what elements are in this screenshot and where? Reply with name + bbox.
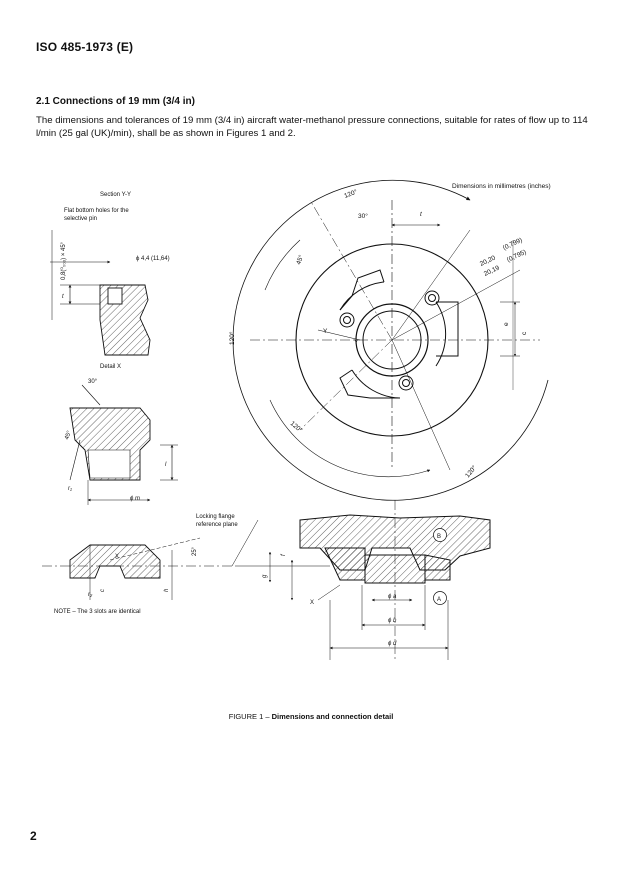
flat-bottom-note-1: Flat bottom holes for the — [64, 208, 129, 214]
plan-view-labels: Dimensions in millimetres (inches) 120° … — [228, 183, 551, 479]
section-yy — [50, 230, 151, 356]
caption-text: Dimensions and connection detail — [271, 712, 394, 721]
cross-section-labels: Locking flange reference plane B A X ϕ a… — [196, 514, 441, 647]
detail-x-title: Detail X — [100, 364, 121, 370]
angle-120-bl: 120° — [289, 419, 305, 434]
label-x-section: X — [310, 600, 314, 606]
section-paragraph: The dimensions and tolerances of 19 mm (… — [36, 115, 588, 139]
dim-0799: (0,799) — [502, 237, 524, 252]
label-c-plan: c — [521, 331, 528, 335]
label-x-slot: X — [115, 554, 119, 560]
section-title: 2.1 Connections of 19 mm (3/4 in) — [36, 96, 195, 107]
phi-d: ϕ d — [388, 641, 397, 647]
dim-0795: (0,795) — [506, 249, 528, 264]
slot-profile — [42, 537, 232, 600]
label-c-slot: c — [100, 589, 106, 592]
angle-120-left: 120° — [228, 331, 236, 345]
phi-m: ϕ m — [130, 496, 140, 502]
angle-120-top: 120° — [343, 188, 359, 200]
label-y-right: Y — [354, 339, 359, 346]
detail-x — [69, 384, 178, 505]
phi-b: ϕ b — [388, 618, 397, 624]
section-yy-title: Section Y-Y — [100, 192, 131, 198]
angle-30-detail: 30° — [88, 379, 98, 385]
dim-08: 0,8(⁰₀₀₃) × 45° — [60, 241, 67, 280]
angle-25: 25° — [192, 546, 198, 556]
detail-x-labels: Detail X 30° 45° l r₁ ϕ m — [64, 364, 167, 502]
locking-flange-1: Locking flange — [196, 514, 235, 520]
dim-2019: 20,19 — [483, 264, 501, 277]
dim-44: ϕ 4,4 (11,64) — [136, 256, 170, 262]
plan-view — [232, 179, 549, 501]
page-number: 2 — [30, 829, 37, 843]
label-t-section: t — [62, 294, 64, 300]
label-t-top: t — [420, 211, 423, 218]
label-e-plan: e — [503, 322, 510, 326]
label-r1-detail: r₁ — [68, 486, 72, 492]
label-r2: r₂ — [88, 592, 93, 598]
angle-30-top: 30° — [358, 212, 368, 220]
units-note: Dimensions in millimetres (inches) — [452, 183, 551, 190]
label-a: A — [437, 597, 441, 603]
locking-flange-2: reference plane — [196, 522, 238, 528]
figure-caption: FIGURE 1 – Dimensions and connection det… — [0, 712, 622, 721]
slot-profile-labels: 25° r₂ c h X NOTE – The 3 slots are iden… — [54, 546, 198, 615]
label-b: B — [437, 534, 441, 540]
section-yy-labels: Section Y-Y Flat bottom holes for the se… — [60, 192, 170, 300]
angle-45: 45° — [294, 253, 305, 265]
technical-drawing: Dimensions in millimetres (inches) 120° … — [42, 179, 551, 660]
caption-prefix: FIGURE 1 – — [228, 712, 272, 721]
label-f: f — [281, 553, 287, 556]
flat-bottom-note-2: selective pin — [64, 216, 97, 222]
note-slots: NOTE – The 3 slots are identical — [54, 609, 141, 615]
label-l-detail: l — [165, 462, 167, 468]
document-header: ISO 485-1973 (E) — [36, 40, 134, 54]
angle-45-detail: 45° — [64, 430, 73, 441]
label-h-slot: h — [164, 588, 170, 592]
label-y-left: Y — [323, 328, 328, 335]
label-g: g — [262, 574, 268, 578]
phi-a: ϕ a — [388, 594, 397, 600]
cross-section — [231, 500, 491, 660]
